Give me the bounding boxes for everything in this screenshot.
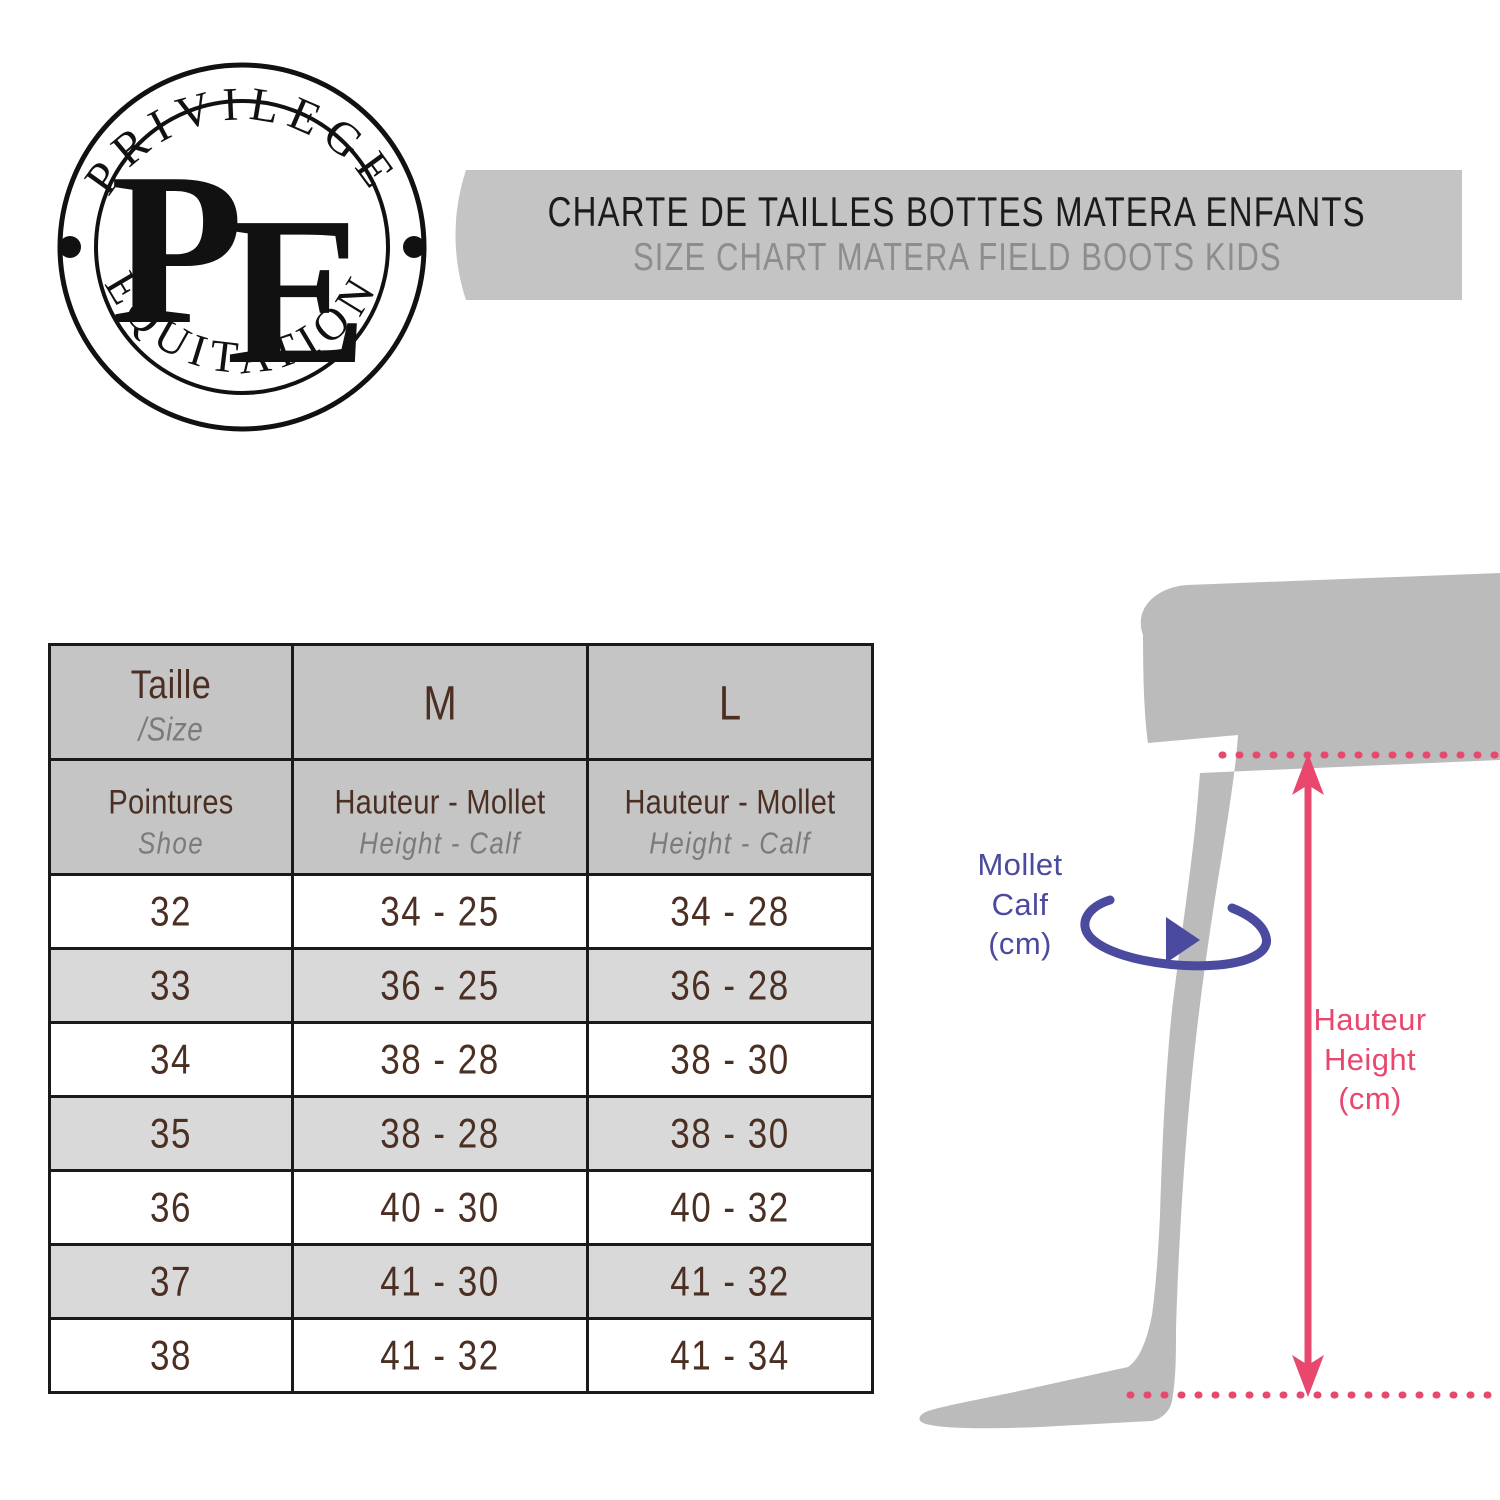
table-sub-header-row: Pointures Shoe Hauteur - Mollet Height -…	[48, 758, 874, 876]
table-cell-l: 38 - 30	[586, 1021, 874, 1098]
table-cell-l: 38 - 30	[586, 1095, 874, 1172]
cell-value: 32	[150, 888, 192, 935]
calf-label-fr: Mollet	[977, 847, 1063, 882]
subheader-m-en: Height - Calf	[359, 824, 521, 861]
table-row: 35 38 - 28 38 - 30	[48, 1095, 874, 1172]
table-cell-m: 41 - 30	[291, 1243, 589, 1320]
cell-value: 36	[150, 1184, 192, 1231]
table-row: 37 41 - 30 41 - 32	[48, 1243, 874, 1320]
table-cell-l: 40 - 32	[586, 1169, 874, 1246]
table-row: 36 40 - 30 40 - 32	[48, 1169, 874, 1246]
header-size-en: /Size	[138, 711, 204, 748]
logo-left-dot	[59, 236, 81, 258]
header-cell-m: M	[291, 643, 589, 761]
cell-value: 38 - 28	[380, 1110, 500, 1157]
cell-value: 40 - 30	[380, 1184, 500, 1231]
table-cell-size: 33	[48, 947, 294, 1024]
logo-monogram: P E	[110, 129, 367, 408]
height-label: Hauteur Height (cm)	[1250, 1000, 1490, 1119]
table-cell-size: 38	[48, 1317, 294, 1394]
cell-value: 35	[150, 1110, 192, 1157]
cell-value: 34 - 28	[670, 888, 790, 935]
table-cell-size: 37	[48, 1243, 294, 1320]
size-chart-table-container: Taille /Size M L Pointures Shoe Hauteur …	[48, 643, 874, 1394]
table-cell-size: 34	[48, 1021, 294, 1098]
leg-measurement-diagram	[919, 573, 1500, 1429]
height-label-unit: (cm)	[1338, 1081, 1402, 1117]
height-arrow-head-down	[1292, 1355, 1324, 1397]
table-cell-l: 41 - 34	[586, 1317, 874, 1394]
logo-inner-ring	[94, 99, 390, 395]
cell-value: 38	[150, 1332, 192, 1379]
table-cell-size: 36	[48, 1169, 294, 1246]
cell-value: 33	[150, 962, 192, 1009]
cell-value: 38 - 30	[670, 1036, 790, 1083]
table-cell-m: 40 - 30	[291, 1169, 589, 1246]
calf-label: Mollet Calf (cm)	[955, 845, 1085, 964]
table-body: 32 34 - 25 34 - 28 33 36 - 25 36 - 28 34 38 - 2…	[48, 873, 874, 1394]
cell-value: 38 - 30	[670, 1110, 790, 1157]
table-cell-size: 32	[48, 873, 294, 950]
subheader-cell-m: Hauteur - Mollet Height - Calf	[291, 758, 589, 876]
svg-text:E: E	[226, 173, 367, 408]
subheader-m-fr: Hauteur - Mollet	[334, 783, 546, 822]
svg-text:P: P	[110, 129, 243, 370]
cell-value: 36 - 25	[380, 962, 500, 1009]
table-group-header-row: Taille /Size M L	[48, 643, 874, 761]
cell-value: 36 - 28	[670, 962, 790, 1009]
table-cell-l: 36 - 28	[586, 947, 874, 1024]
subheader-cell-l: Hauteur - Mollet Height - Calf	[586, 758, 874, 876]
table-cell-l: 41 - 32	[586, 1243, 874, 1320]
calf-label-en: Calf	[991, 886, 1049, 922]
banner-shape	[455, 170, 1462, 300]
leg-silhouette	[919, 573, 1500, 1429]
cell-value: 41 - 34	[670, 1332, 790, 1379]
height-label-en: Height	[1323, 1041, 1416, 1077]
table-row: 33 36 - 25 36 - 28	[48, 947, 874, 1024]
height-label-fr: Hauteur	[1313, 1002, 1427, 1037]
header-cell-l: L	[586, 643, 874, 761]
brand-logo: PRIVILEGE EQUITATION P E	[57, 62, 427, 432]
header-cell-size: Taille /Size	[48, 643, 294, 761]
subheader-shoe-en: Shoe	[138, 824, 204, 861]
table-cell-l: 34 - 28	[586, 873, 874, 950]
table-row: 34 38 - 28 38 - 30	[48, 1021, 874, 1098]
size-chart-table: Taille /Size M L Pointures Shoe Hauteur …	[48, 643, 874, 1394]
table-row: 38 41 - 32 41 - 34	[48, 1317, 874, 1394]
header-banner	[455, 170, 1462, 300]
table-cell-m: 41 - 32	[291, 1317, 589, 1394]
cell-value: 41 - 32	[380, 1332, 500, 1379]
height-arrow-head-up	[1292, 753, 1324, 795]
height-measure-arrow	[1292, 753, 1324, 1397]
header-size-fr: Taille	[130, 662, 212, 708]
cell-value: 41 - 32	[670, 1258, 790, 1305]
cell-value: 37	[150, 1258, 192, 1305]
subheader-l-en: Height - Calf	[649, 824, 811, 861]
subheader-l-fr: Hauteur - Mollet	[624, 783, 836, 822]
header-l-label: L	[718, 677, 742, 731]
table-cell-m: 38 - 28	[291, 1021, 589, 1098]
calf-measure-ring	[1080, 895, 1271, 971]
table-row: 32 34 - 25 34 - 28	[48, 873, 874, 950]
cell-value: 41 - 30	[380, 1258, 500, 1305]
table-cell-m: 34 - 25	[291, 873, 589, 950]
cell-value: 34 - 25	[380, 888, 500, 935]
calf-arrow-head	[1166, 917, 1200, 963]
cell-value: 34	[150, 1036, 192, 1083]
subheader-shoe-fr: Pointures	[108, 783, 234, 822]
table-cell-m: 36 - 25	[291, 947, 589, 1024]
logo-right-dot	[403, 236, 425, 258]
cell-value: 40 - 32	[670, 1184, 790, 1231]
header-m-label: M	[423, 677, 457, 731]
subheader-cell-shoe: Pointures Shoe	[48, 758, 294, 876]
table-cell-m: 38 - 28	[291, 1095, 589, 1172]
cell-value: 38 - 28	[380, 1036, 500, 1083]
table-cell-size: 35	[48, 1095, 294, 1172]
calf-label-unit: (cm)	[988, 926, 1052, 962]
